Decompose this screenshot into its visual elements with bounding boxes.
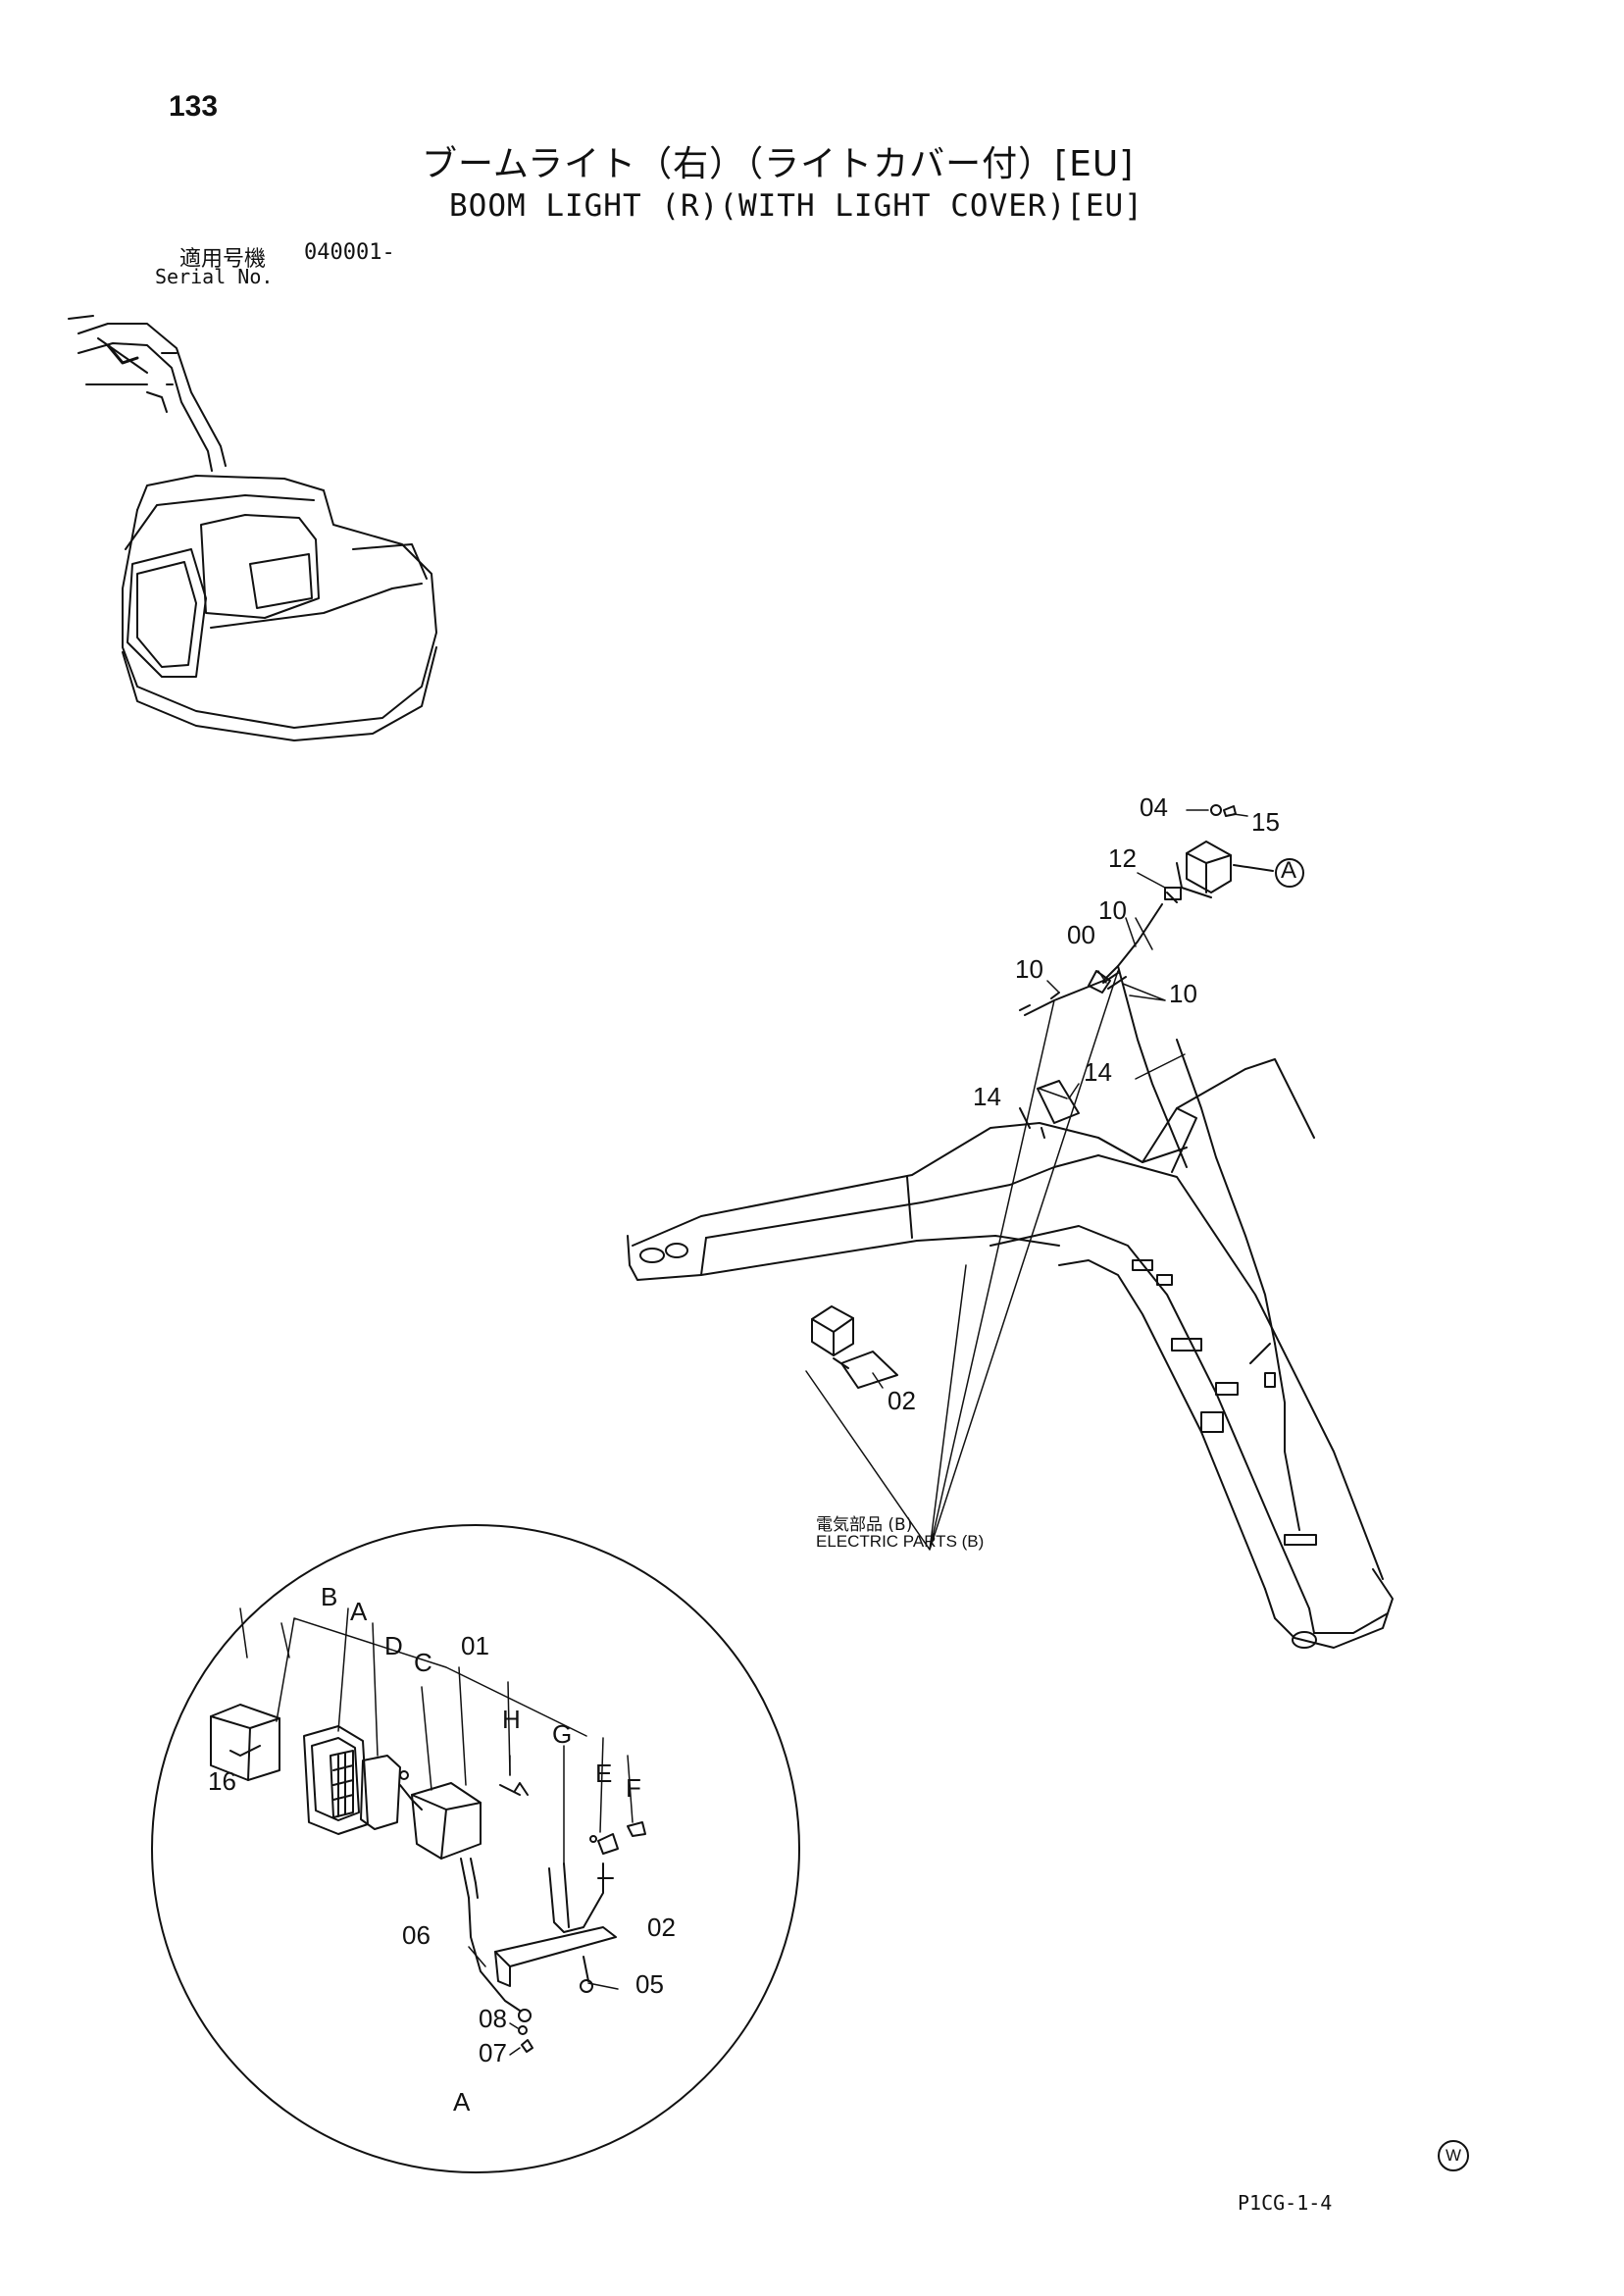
serial-number-value: 040001-: [304, 240, 395, 265]
callout-14: 14: [973, 1082, 1001, 1111]
electric-parts-label-japanese: 電気部品 (B): [816, 1515, 913, 1535]
boom-light-illustration: [1019, 804, 1304, 1168]
callout-10: 10: [1015, 954, 1043, 984]
detail-callout-d: D: [384, 1631, 403, 1660]
callout-10: 10: [1098, 895, 1127, 925]
callout-02: 02: [888, 1386, 916, 1415]
detail-callout-06: 06: [402, 1920, 431, 1950]
detail-callout-05: 05: [635, 1969, 664, 1999]
detail-callout-08: 08: [479, 2004, 507, 2033]
detail-view-a: [151, 1524, 800, 2173]
detail-callout-h: H: [502, 1705, 521, 1734]
watermark-symbol: W: [1438, 2140, 1469, 2171]
detail-callout-c: C: [414, 1648, 432, 1677]
callout-14: 14: [1084, 1057, 1112, 1087]
electric-parts-label-english: ELECTRIC PARTS (B): [816, 1532, 985, 1551]
callout-10: 10: [1169, 979, 1197, 1008]
detail-callout-01: 01: [461, 1631, 489, 1660]
detail-view-label: A: [453, 2087, 471, 2117]
detail-callout-g: G: [552, 1719, 573, 1749]
callout-15: 15: [1251, 807, 1280, 837]
detail-callout-16: 16: [208, 1766, 236, 1796]
serial-label-english: Serial No.: [155, 265, 274, 288]
bracket-illustration: [811, 1305, 898, 1389]
detail-reference-a: A: [1281, 857, 1297, 884]
page-number: 133: [169, 90, 219, 123]
detail-callout-02: 02: [647, 1913, 676, 1942]
callout-00: 00: [1067, 920, 1095, 949]
detail-callout-f: F: [626, 1773, 641, 1803]
leader-lines: [239, 809, 1248, 2056]
title-english: BOOM LIGHT (R)(WITH LIGHT COVER)[EU]: [449, 188, 1143, 224]
detail-callout-07: 07: [479, 2038, 507, 2067]
machine-overview-illustration: [68, 315, 437, 741]
title-japanese: ブームライト（右）（ライトカバー付）[EU]: [422, 144, 1135, 184]
callout-04: 04: [1140, 792, 1168, 822]
drawing-code: P1CG-1-4: [1238, 2191, 1333, 2215]
detail-callout-b: B: [321, 1582, 338, 1611]
callout-12: 12: [1108, 843, 1137, 873]
boom-illustration: [627, 1039, 1394, 1649]
serial-label-japanese: 適用号機: [179, 247, 267, 272]
detail-callout-a: A: [350, 1597, 368, 1626]
detail-callout-e: E: [595, 1759, 613, 1788]
